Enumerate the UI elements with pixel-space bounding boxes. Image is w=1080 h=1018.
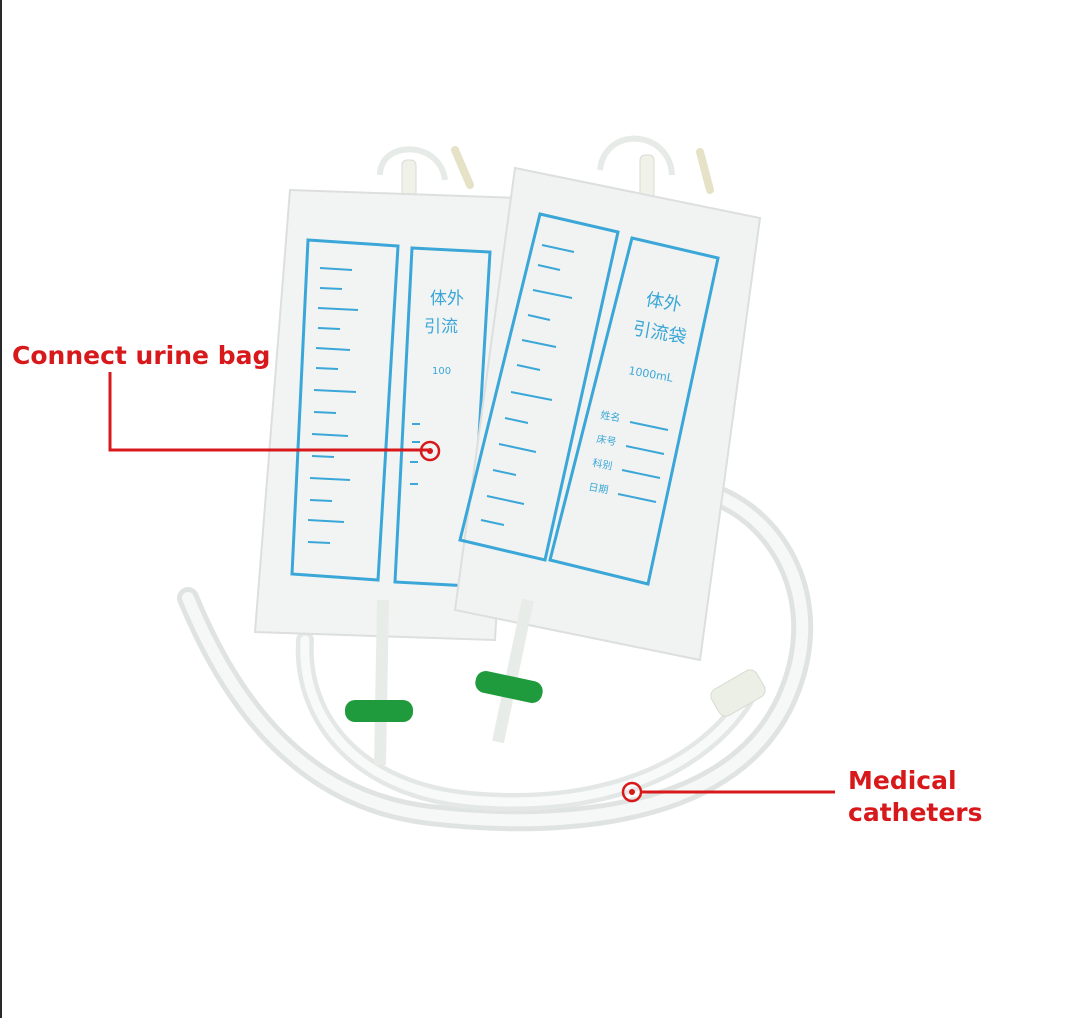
catheter-connector [710,669,766,717]
bag-left-volume: 100 [432,366,451,377]
bag-left-field-marks [410,423,420,485]
bag-left-green-clamp [345,700,413,722]
bag-right-scale-ticks [480,244,575,526]
bag-right-field-3: 科别 [591,456,613,472]
bag-right-label-box [548,236,720,586]
bag-right-scale-box [458,212,620,562]
bag-left-title-2: 引流 [424,317,458,337]
callout-catheter-marker [621,781,643,803]
medical-catheters-label-line1: Medical [848,766,957,795]
urine-bag-right: 体外 引流袋 1000mL 姓名 床号 科别 日期 [453,135,762,744]
bag-right-field-2: 床号 [595,432,617,448]
bag-right-body [453,166,762,662]
callout-medical-catheters [621,781,835,803]
urine-bag-left: 体外 引流 100 [253,146,522,766]
bag-left-scale-ticks [307,267,359,544]
bag-left-title-1: 体外 [430,289,464,309]
callout-connect-urine-bag [108,372,441,462]
callout-connect-marker [419,440,441,462]
bag-right-green-clamp [475,671,543,703]
bag-right-field-lines [617,421,669,503]
medical-catheters-label-line2: catheters [848,798,983,827]
image-left-border [0,0,2,1018]
bag-right-field-1: 姓名 [599,408,621,424]
medical-catheter-tube [177,484,814,832]
bag-right-field-4: 日期 [587,481,609,496]
bag-left-scale-box [290,238,400,582]
medical-catheters-label: Medical catheters [848,765,983,829]
connect-urine-bag-label: Connect urine bag [12,341,271,370]
callout-connect-line [108,372,428,452]
